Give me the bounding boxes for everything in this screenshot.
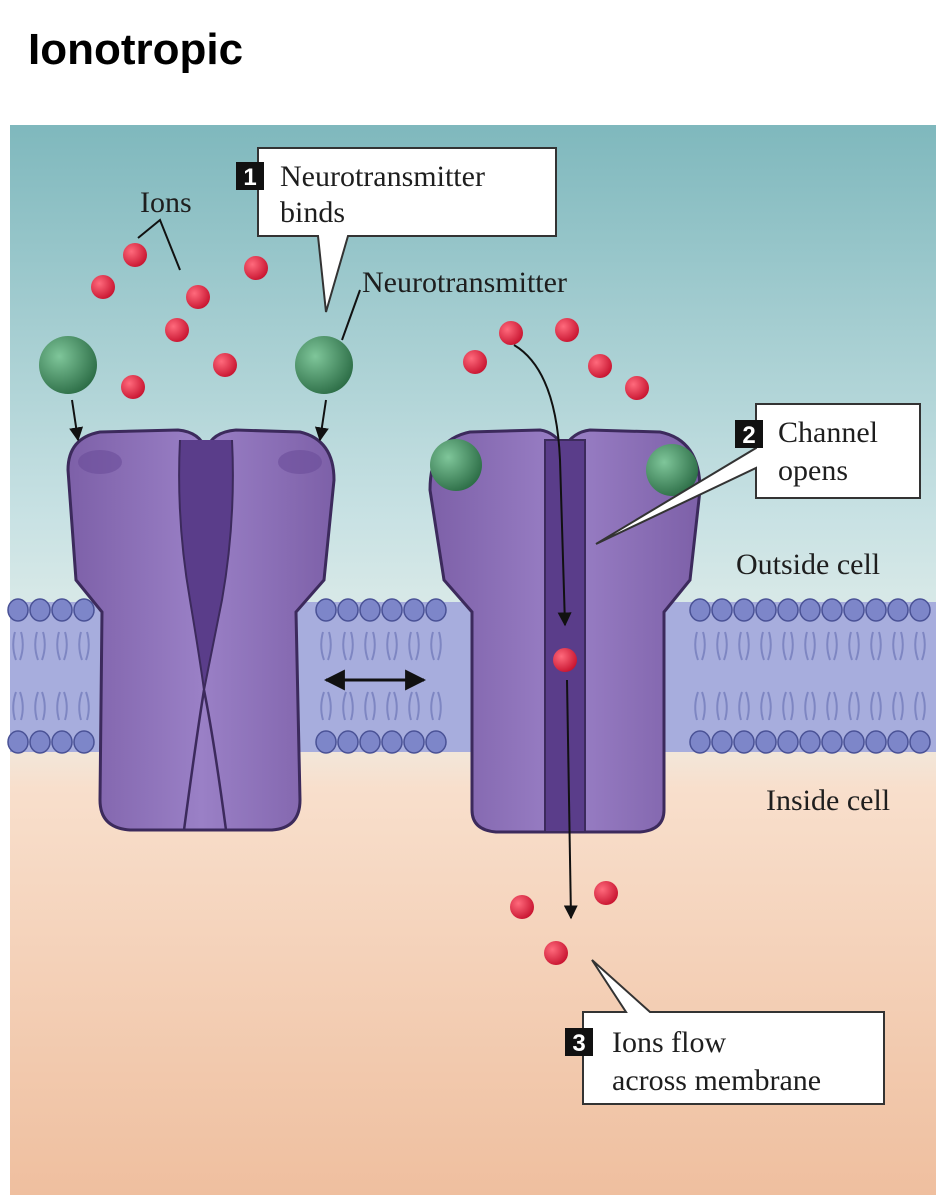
callout-2-line-1: Channel (778, 416, 878, 449)
neurotransmitter-label: Neurotransmitter (362, 266, 567, 299)
callout-channel-opens: 2 Channel opens (595, 403, 921, 545)
closed-channel (66, 428, 336, 832)
callout-3-line-1: Ions flow (612, 1026, 726, 1059)
neurotransmitters (39, 336, 698, 496)
ions (91, 243, 649, 965)
label-leader-lines (137, 218, 361, 341)
page-title: Ionotropic (28, 25, 244, 74)
callout-neurotransmitter-binds: 1 Neurotransmitter binds (236, 147, 557, 313)
callout-2-line-2: opens (778, 454, 848, 487)
open-channel (428, 428, 702, 834)
binding-arrows (69, 399, 329, 442)
callout-3-number: 3 (572, 1030, 585, 1057)
outside-cell-label: Outside cell (736, 548, 880, 581)
callout-3-line-2: across membrane (612, 1064, 821, 1097)
callout-2-number: 2 (742, 422, 755, 449)
ion-flow-arrows (513, 344, 578, 920)
inside-cell-label: Inside cell (766, 784, 890, 817)
callout-1-line-2: binds (280, 196, 345, 229)
callout-1-line-1: Neurotransmitter (280, 160, 485, 193)
ions-label: Ions (140, 186, 192, 219)
callout-ions-flow: 3 Ions flow across membrane (565, 959, 885, 1105)
callout-1-number: 1 (243, 164, 256, 191)
